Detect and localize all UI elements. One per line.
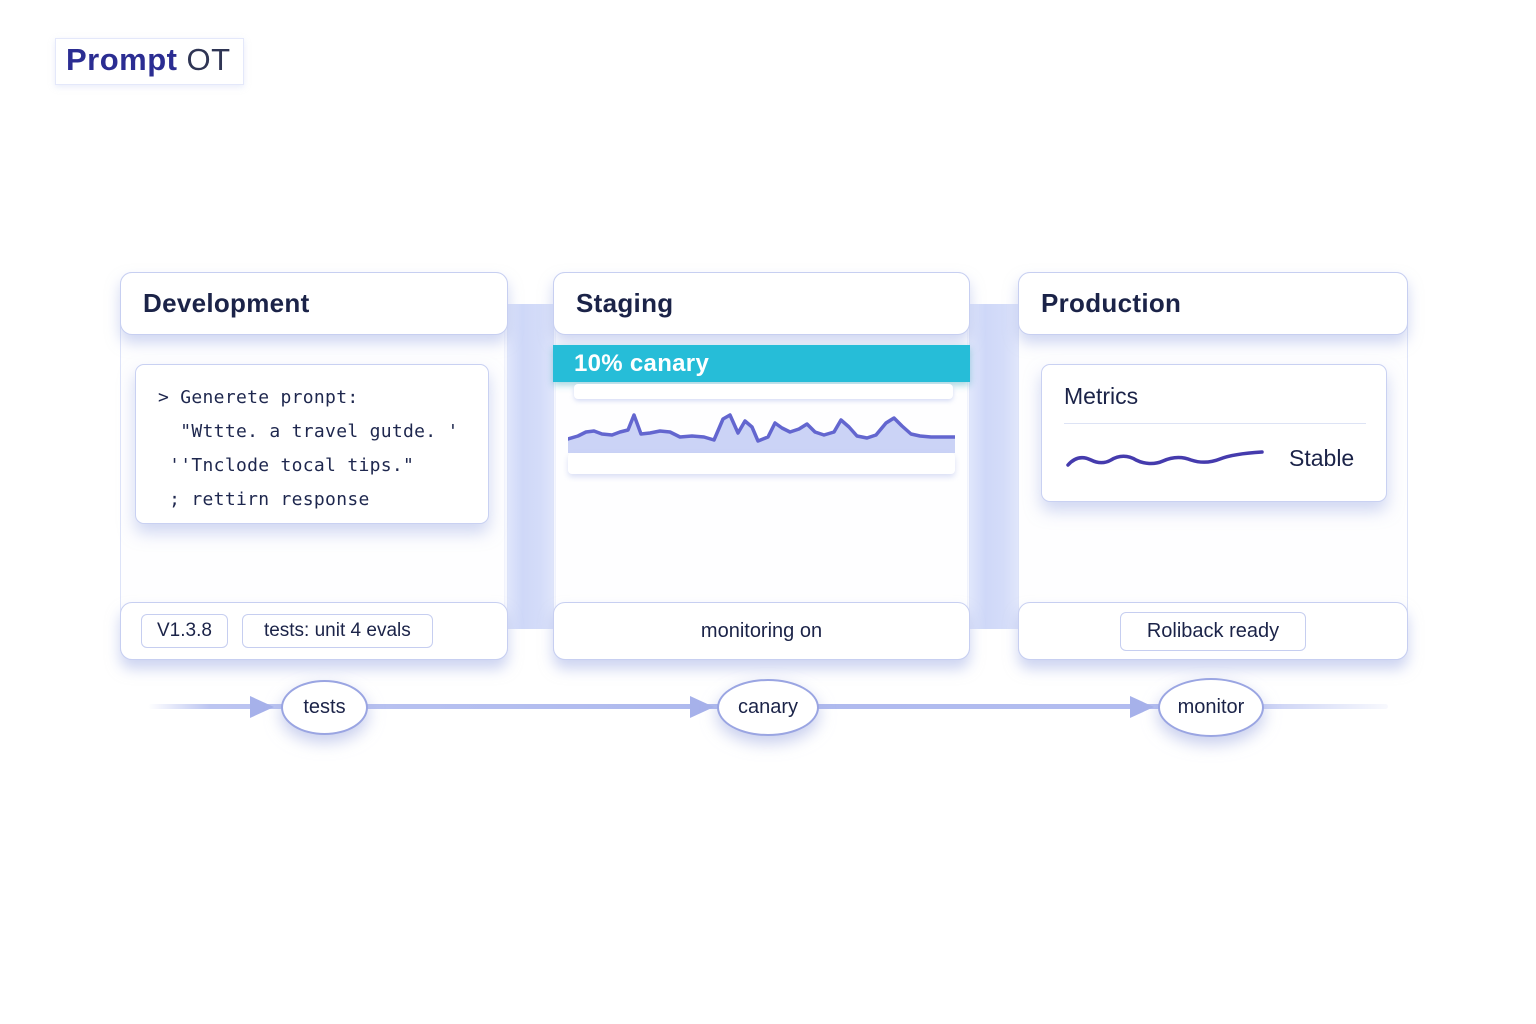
- code-line: ; rettirn response: [158, 489, 370, 510]
- production-header: Production: [1018, 272, 1408, 335]
- code-line: ''Tnclode tocal tips.": [158, 455, 415, 476]
- flow-node-monitor-label: monitor: [1177, 696, 1245, 718]
- panel-development: Development > Generete pronpt: "Wttte. a…: [120, 272, 508, 660]
- sparkline-stroke: [566, 413, 957, 443]
- development-footer: V1.3.8 tests: unit 4 evals: [120, 602, 508, 660]
- version-badge: V1.3.8: [141, 614, 228, 648]
- app-logo: Prompt OT: [55, 38, 244, 85]
- development-header: Development: [120, 272, 508, 335]
- development-title: Development: [143, 288, 310, 318]
- sparkline-fill: [568, 415, 955, 453]
- code-line: > Generete pronpt:: [158, 387, 359, 408]
- flow-node-tests-label: tests: [303, 696, 346, 718]
- metrics-card: Metrics Stable: [1041, 364, 1387, 502]
- arrow-right-icon: [250, 696, 274, 718]
- rollback-badge: Roliback ready: [1119, 611, 1307, 651]
- staging-footer: monitoring on: [553, 602, 970, 660]
- arrow-right-icon: [690, 696, 714, 718]
- traffic-sparkline-chart: [566, 403, 957, 453]
- flow-node-canary-label: canary: [737, 696, 799, 718]
- staging-header: Staging: [553, 272, 970, 335]
- panel-production: Production Metrics Stable Roliback ready: [1018, 272, 1408, 660]
- monitoring-status: monitoring on: [700, 619, 823, 642]
- app-logo-light: OT: [186, 42, 231, 77]
- flow-node-monitor: monitor: [1158, 678, 1264, 737]
- connector-dev-staging: [504, 304, 556, 629]
- code-line: "Wttte. a travel gutde. ': [158, 421, 459, 442]
- canary-banner: 10% canary: [553, 345, 970, 382]
- flow-node-tests: tests: [281, 680, 368, 735]
- canary-progress-track: [574, 384, 953, 399]
- staging-title: Staging: [576, 288, 674, 318]
- arrow-right-icon: [1130, 696, 1154, 718]
- app-logo-bold: Prompt: [66, 42, 178, 77]
- metrics-divider: [1064, 423, 1366, 424]
- tests-badge: tests: unit 4 evals: [241, 614, 433, 648]
- connector-staging-prod: [967, 304, 1019, 629]
- panel-staging: Staging 10% canary monitoring on: [553, 272, 970, 660]
- production-footer: Roliback ready: [1018, 602, 1408, 660]
- production-title: Production: [1041, 288, 1182, 318]
- metrics-title: Metrics: [1064, 383, 1139, 409]
- stable-label: Stable: [1289, 444, 1355, 471]
- canary-banner-label: 10% canary: [574, 349, 710, 377]
- stability-wave-line: [1066, 450, 1264, 467]
- chart-baseline-strip: [568, 453, 955, 474]
- prompt-code-card: > Generete pronpt: "Wttte. a travel gutd…: [135, 364, 489, 524]
- flow-node-canary: canary: [717, 679, 819, 736]
